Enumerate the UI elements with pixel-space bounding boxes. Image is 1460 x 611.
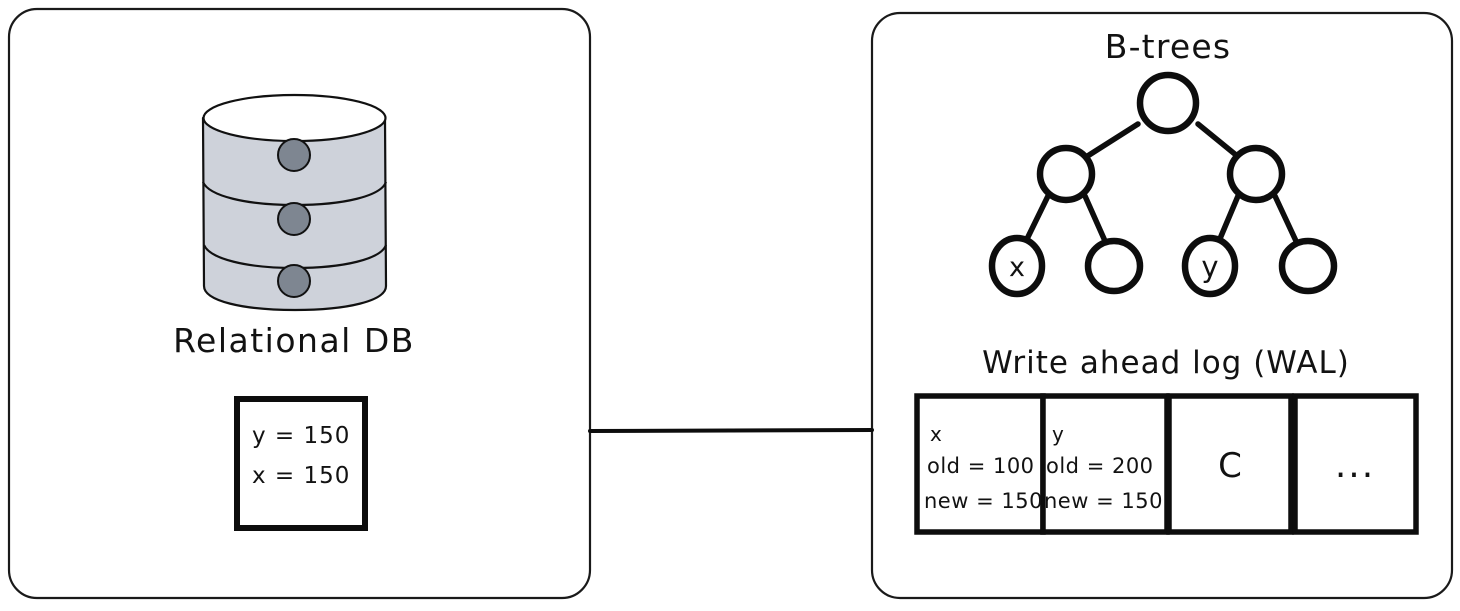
- wal-entry-1-new: new = 150: [924, 489, 1043, 513]
- wal-boxes: [914, 393, 1419, 535]
- btree-nodes: [988, 71, 1338, 298]
- wal-title: Write ahead log (WAL): [982, 345, 1350, 381]
- btree-node-root: [1136, 71, 1200, 135]
- left-panel-frame: [7, 7, 592, 600]
- db-value-line-2: x = 150: [252, 463, 350, 489]
- wal-entry-box-3: [1166, 393, 1294, 535]
- panel-connector-line: [588, 428, 874, 433]
- wal-entry-1-key: x: [930, 422, 942, 446]
- database-cylinder-icon: [201, 93, 388, 312]
- wal-entry-box-1: [914, 393, 1046, 535]
- wal-entry-1-old: old = 100: [927, 454, 1035, 478]
- btree-leaf-x: [988, 234, 1046, 298]
- wal-entry-2-key: y: [1052, 422, 1064, 446]
- wal-entry-4-label: ...: [1335, 445, 1375, 486]
- btree-node-l1b: [1226, 144, 1286, 204]
- btree-leaf-4: [1278, 237, 1338, 295]
- wal-entry-box-2: [1040, 393, 1170, 535]
- db-value-line-1: y = 150: [252, 423, 350, 449]
- db-value-box: [234, 396, 368, 531]
- btree-leaf-y: [1181, 234, 1239, 298]
- wal-entry-2-old: old = 200: [1046, 454, 1154, 478]
- btree-node-l1a: [1036, 144, 1096, 204]
- wal-entry-3-label: C: [1218, 446, 1242, 486]
- relational-db-label: Relational DB: [173, 321, 415, 360]
- btree-leaf-y-label: y: [1201, 250, 1218, 284]
- btree-title: B-trees: [1105, 27, 1232, 66]
- btree-edges: [1023, 121, 1299, 244]
- right-panel-frame: [870, 11, 1454, 600]
- wal-entry-2-new: new = 150: [1044, 489, 1163, 513]
- wal-entry-box-4: [1292, 393, 1419, 535]
- btree-leaf-2: [1084, 237, 1144, 295]
- btree-leaf-x-label: x: [1009, 252, 1025, 283]
